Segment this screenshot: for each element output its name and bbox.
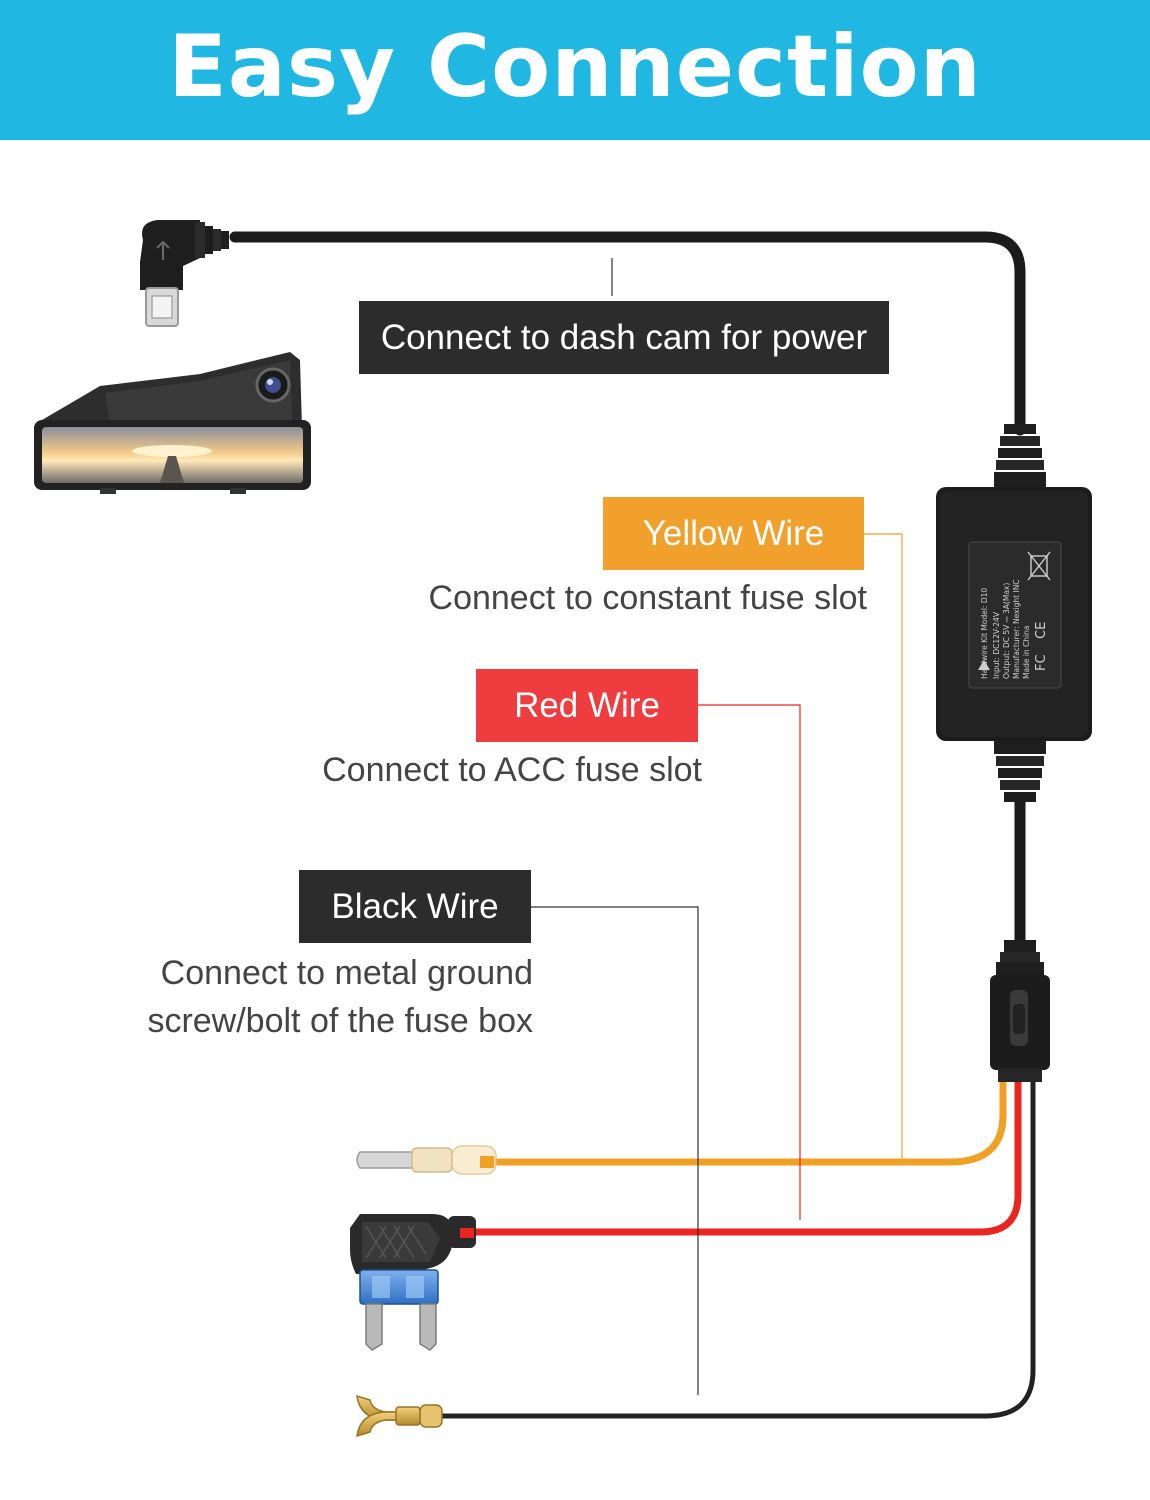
yellow-leader-line: [864, 533, 903, 1158]
power-cable: [229, 231, 1026, 436]
module-label-line2: Input: DC12V-24V: [992, 611, 1001, 679]
mirror-dash-cam-icon: [34, 352, 311, 494]
ce-mark-icon: CE: [1034, 622, 1049, 639]
weee-bin-icon: [1027, 551, 1051, 581]
yellow-wire-label: Yellow Wire: [642, 513, 825, 553]
usb-mini-connector-icon: [140, 220, 229, 327]
red-wire-label: Red Wire: [514, 685, 660, 725]
module-strain-relief-bottom: [994, 740, 1046, 802]
module-label-line3: Output: DC 5V ⎓ 3A(Max): [1002, 583, 1011, 679]
header-banner: Easy Connection: [0, 0, 1150, 140]
black-leader-line: [531, 906, 699, 1395]
red-wire-description: Connect to ACC fuse slot: [322, 751, 702, 789]
black-wire-description-line1: Connect to metal ground: [160, 954, 533, 992]
dashcam-callout-label: Connect to dash cam for power: [380, 317, 868, 357]
yellow-wire: [490, 1082, 1007, 1166]
black-wire: [438, 1082, 1036, 1419]
hardwire-module-icon: Hardwire Kit Model: D10 Input: DC12V-24V…: [936, 487, 1092, 741]
splitter-connector-icon: [990, 940, 1050, 1082]
black-wire-description-line2: screw/bolt of the fuse box: [147, 1002, 533, 1040]
page-title: Easy Connection: [168, 17, 982, 117]
red-wire-box: Red Wire: [476, 669, 698, 742]
module-label-line1: Hardwire Kit Model: D10: [980, 588, 989, 679]
dashcam-callout-box: Connect to dash cam for power: [359, 301, 889, 374]
black-wire-label: Black Wire: [331, 886, 499, 926]
module-strain-relief-top: [994, 424, 1046, 488]
fcc-mark-icon: FC: [1034, 654, 1049, 671]
red-leader-line: [698, 704, 801, 1220]
module-label-line4: Manufacturer: Nexight INC: [1012, 579, 1021, 679]
module-label-line5: Made in China: [1022, 626, 1031, 679]
bullet-terminal-icon: [356, 1145, 497, 1175]
black-wire-box: Black Wire: [299, 870, 531, 943]
add-a-fuse-tap-icon: [350, 1214, 476, 1351]
red-wire: [470, 1082, 1022, 1236]
yellow-wire-description: Connect to constant fuse slot: [428, 579, 867, 617]
ring-terminal-icon: [356, 1394, 443, 1438]
yellow-wire-box: Yellow Wire: [603, 497, 864, 570]
brand-logo-icon: [978, 660, 990, 670]
